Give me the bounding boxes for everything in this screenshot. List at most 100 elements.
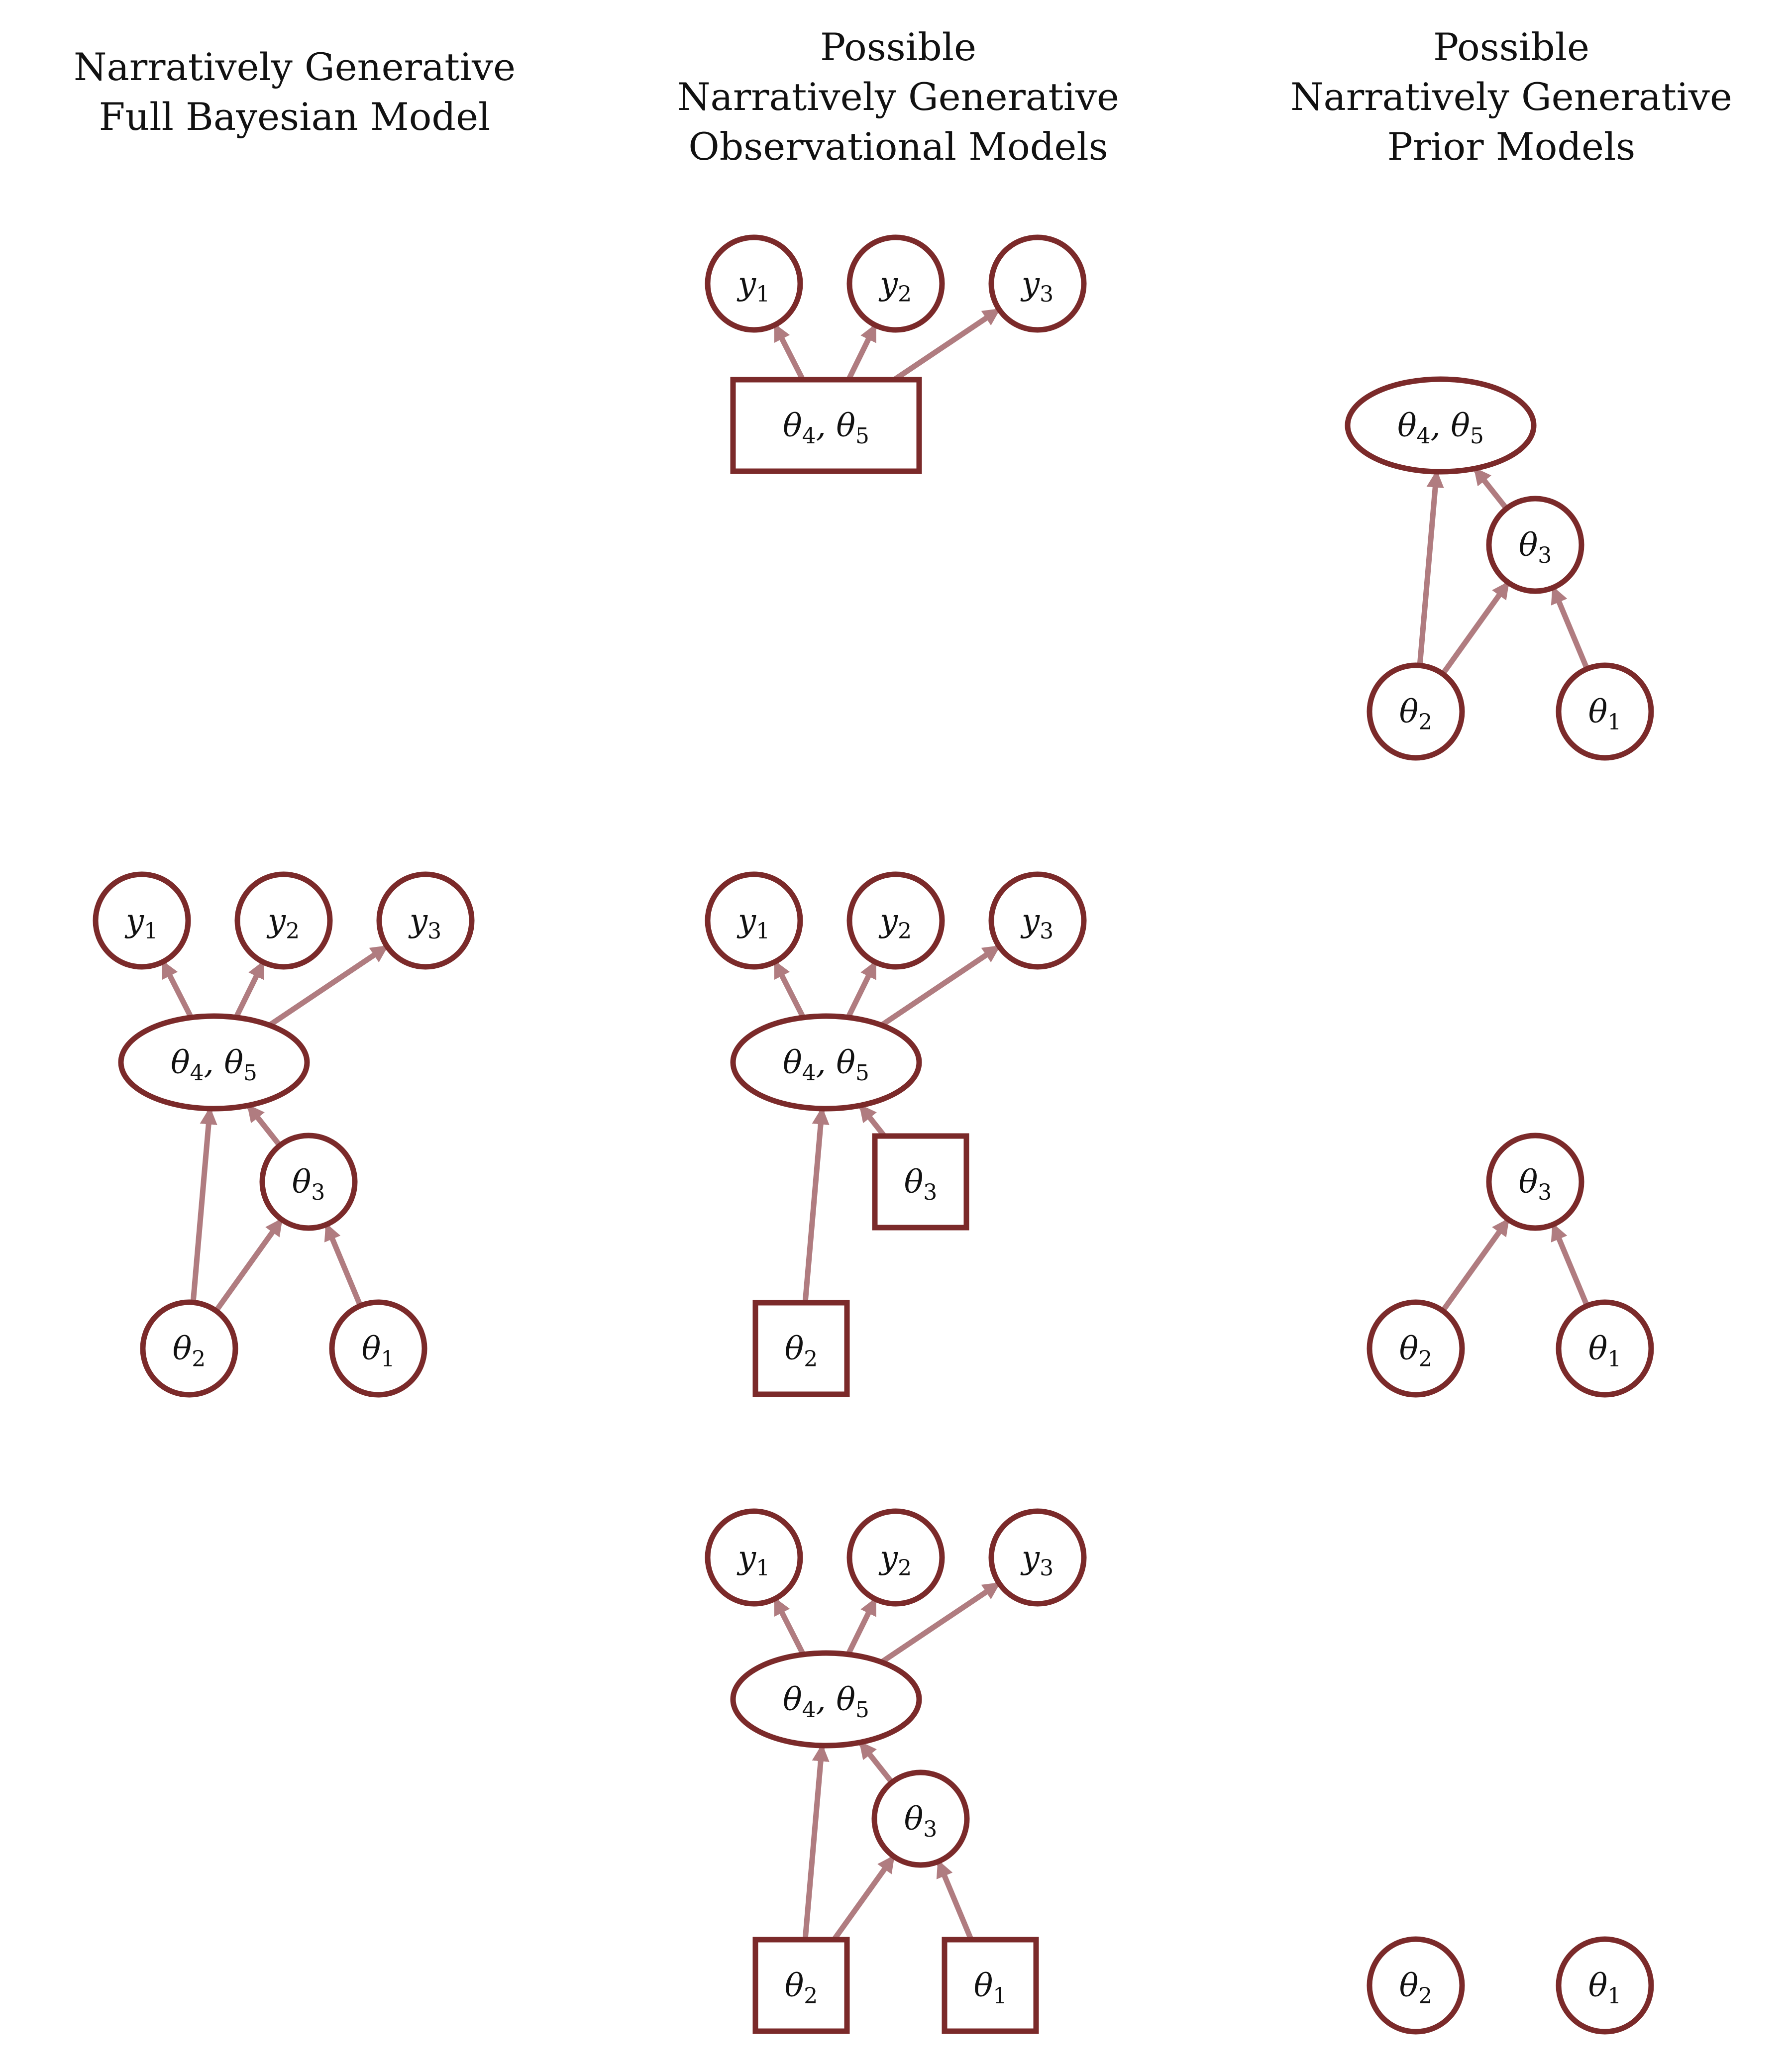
- edge-t2-to-t45: [190, 1107, 217, 1303]
- column-title-line: Narratively Generative: [1290, 75, 1732, 119]
- column-title-line: Narratively Generative: [677, 75, 1119, 119]
- node-label-t3: θ3: [1519, 1164, 1552, 1205]
- node-ellipse: [118, 1013, 310, 1112]
- node-circle: [988, 871, 1087, 970]
- edge-t3-to-t45: [1473, 467, 1509, 511]
- node-label-t2: θ2: [785, 1968, 818, 2009]
- node-label-y3: y3: [1020, 1540, 1053, 1581]
- node-label-t3: θ3: [904, 1164, 938, 1205]
- node-label-y3: y3: [408, 903, 441, 944]
- prior-model-a-node-t45: θ4, θ5: [1345, 376, 1537, 475]
- node-label-t1: θ1: [1588, 1968, 1622, 2009]
- node-circle: [1486, 496, 1584, 594]
- node-circle: [705, 234, 803, 333]
- node-circle: [871, 1769, 970, 1868]
- node-circle: [1486, 1133, 1584, 1231]
- node-circle: [1556, 1299, 1654, 1398]
- node-label-t2: θ2: [1399, 1968, 1433, 2009]
- node-label-t1: θ1: [1588, 694, 1622, 735]
- observational-model-c-node-t3: θ3: [871, 1769, 970, 1868]
- node-label-t2: θ2: [173, 1331, 206, 1372]
- full-model-node-t3: θ3: [259, 1133, 358, 1231]
- node-circle: [705, 871, 803, 970]
- node-ellipse: [730, 1650, 922, 1749]
- column-title-line: Full Bayesian Model: [99, 95, 491, 139]
- edge-t45-to-y2: [233, 960, 266, 1019]
- observational-model-b-node-t3: θ3: [872, 1133, 969, 1231]
- prior-model-b-node-t3: θ3: [1486, 1133, 1584, 1231]
- edge-t3-to-t45: [858, 1104, 887, 1138]
- edge-t45-to-y1: [772, 960, 806, 1019]
- edge-t45-to-y2: [845, 960, 878, 1019]
- node-label-t45: θ4, θ5: [171, 1044, 257, 1086]
- node-circle: [1556, 1936, 1654, 2035]
- node-circle: [1367, 1936, 1465, 2035]
- full-model-node-t2: θ2: [140, 1299, 238, 1398]
- column-title-line: Observational Models: [688, 124, 1108, 169]
- observational-model-c-node-y2: y2: [846, 1508, 945, 1607]
- node-label-t1: θ1: [974, 1968, 1007, 2009]
- node-label-t3: θ3: [1519, 527, 1552, 568]
- full-model-node-y1: y1: [93, 871, 191, 970]
- edge-t45-to-y1: [160, 960, 194, 1019]
- node-label-y3: y3: [1020, 266, 1053, 307]
- observational-model-c-node-t2: θ2: [752, 1937, 850, 2034]
- node-box: [942, 1937, 1039, 2034]
- observational-model-b-node-y3: y3: [988, 871, 1087, 970]
- prior-model-a-node-t1: θ1: [1556, 662, 1654, 761]
- prior-model-c-node-t2: θ2: [1367, 1936, 1465, 2035]
- node-label-y1: y1: [737, 1540, 770, 1581]
- node-box: [730, 377, 922, 474]
- node-box: [872, 1133, 969, 1231]
- node-circle: [846, 871, 945, 970]
- edge-t45-to-y2: [846, 323, 878, 381]
- edge-t3-to-t45: [246, 1104, 282, 1147]
- edge-t1-to-t3: [323, 1223, 363, 1307]
- edge-t45-to-y3: [880, 944, 1001, 1028]
- edge-t1-to-t3: [936, 1860, 974, 1941]
- node-label-y1: y1: [737, 903, 770, 944]
- node-label-y3: y3: [1020, 903, 1053, 944]
- column-title-line: Possible: [820, 25, 977, 69]
- column-title-line: Possible: [1433, 25, 1590, 69]
- node-circle: [140, 1299, 238, 1398]
- edge-t2-to-t45: [802, 1744, 830, 1940]
- node-label-t3: θ3: [904, 1801, 938, 1842]
- node-box: [752, 1300, 850, 1397]
- node-label-t1: θ1: [1588, 1331, 1622, 1372]
- full-model-node-t1: θ1: [329, 1299, 427, 1398]
- node-label-y2: y2: [878, 903, 912, 944]
- edge-t1-to-t3: [1550, 586, 1590, 670]
- node-label-t45: θ4, θ5: [1397, 408, 1484, 449]
- node-ellipse: [730, 1013, 922, 1112]
- observational-model-b-node-t45: θ4, θ5: [730, 1013, 922, 1112]
- edge-t45-to-y3: [880, 1581, 1001, 1664]
- node-ellipse: [1345, 376, 1537, 475]
- edge-t45-to-y1: [772, 323, 806, 381]
- node-circle: [329, 1299, 427, 1398]
- node-circle: [234, 871, 333, 970]
- observational-model-c-node-y1: y1: [705, 1508, 803, 1607]
- node-label-y1: y1: [124, 903, 158, 944]
- column-title-prior-models: Possible Narratively Generative Prior Mo…: [1238, 22, 1785, 172]
- prior-model-a-node-t2: θ2: [1367, 662, 1465, 761]
- node-label-y2: y2: [266, 903, 300, 944]
- observational-model-b-node-y1: y1: [705, 871, 803, 970]
- node-circle: [259, 1133, 358, 1231]
- node-circle: [988, 1508, 1087, 1607]
- node-label-y2: y2: [878, 1540, 912, 1581]
- node-label-t45: θ4, θ5: [783, 1044, 869, 1086]
- column-title-observational-models: Possible Narratively Generative Observat…: [625, 22, 1172, 172]
- node-label-t2: θ2: [1399, 694, 1433, 735]
- edge-t3-to-t45: [858, 1741, 894, 1784]
- node-circle: [705, 1508, 803, 1607]
- node-box: [752, 1937, 850, 2034]
- edge-t45-to-y2: [845, 1597, 878, 1656]
- prior-model-a-node-t3: θ3: [1486, 496, 1584, 594]
- column-title-line: Prior Models: [1387, 124, 1636, 169]
- edge-t2-to-t3: [1440, 1218, 1511, 1313]
- node-label-t2: θ2: [1399, 1331, 1433, 1372]
- node-circle: [1367, 1299, 1465, 1398]
- full-model-node-y2: y2: [234, 871, 333, 970]
